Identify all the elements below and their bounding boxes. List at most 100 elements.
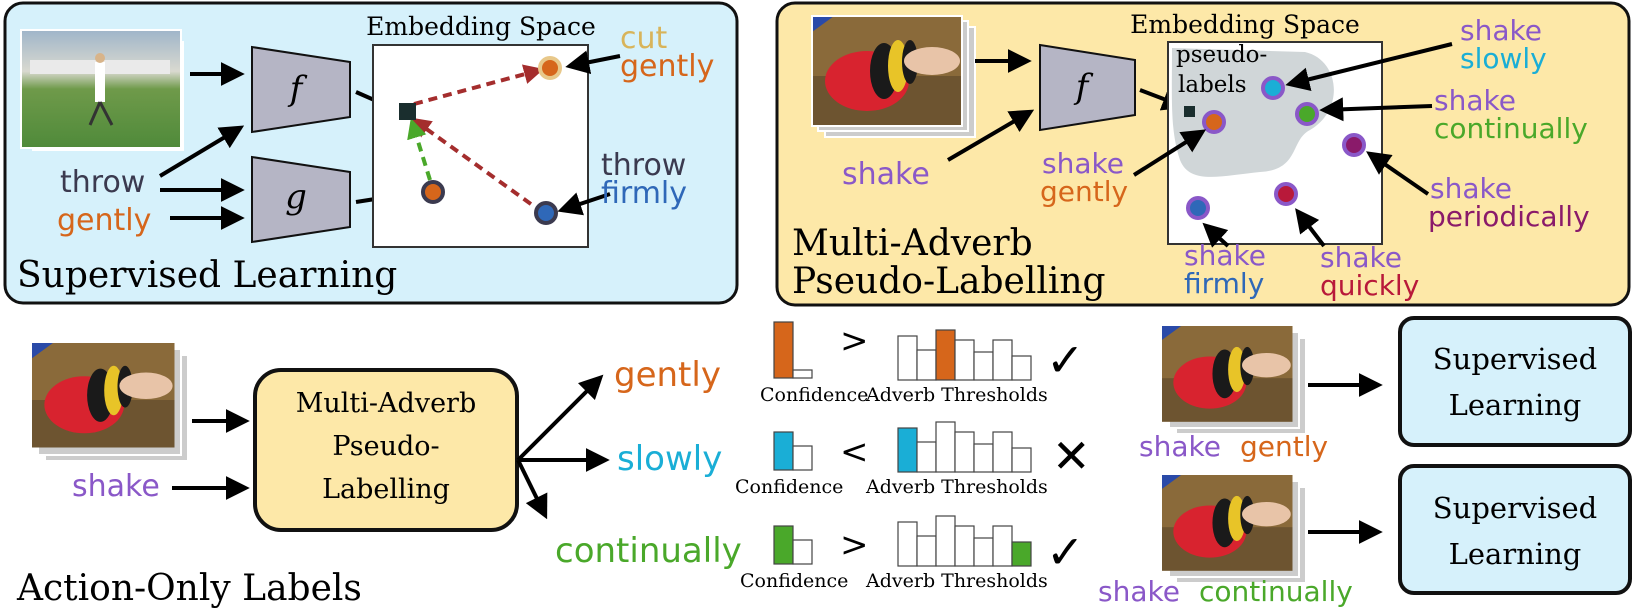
firmly-adverb-label: firmly	[1184, 267, 1264, 300]
arrow-label-slowly	[1285, 42, 1453, 92]
supervised-panel-title: Supervised Learning	[17, 255, 397, 296]
threshold-bar-gently	[935, 329, 956, 381]
confidence-label-row3: Confidence	[740, 570, 848, 592]
comparison-op-row3: >	[840, 525, 869, 565]
mapl-box-line2: Pseudo-	[332, 431, 439, 462]
shake-firmly-point	[1186, 196, 1210, 220]
shake-word-bottom: shake	[72, 469, 160, 504]
video-embedding-point-top-right	[1184, 106, 1195, 117]
bottom-pipeline: shake Multi-Adverb Pseudo- Labelling gen…	[16, 316, 1632, 609]
comparison-op-row2: <	[840, 432, 869, 472]
shake-slowly-point	[1261, 76, 1285, 100]
confidence-bar-gently-rest	[792, 369, 813, 379]
continually-adverb-label: continually	[1434, 112, 1588, 145]
row-slowly-adverb: slowly	[617, 439, 722, 479]
mapl-box-line3: Labelling	[322, 474, 450, 505]
dashed-arrow-to-throw-firmly	[410, 117, 537, 209]
pseudo-panel-title-line1: Multi-Adverb	[792, 223, 1033, 264]
shake-video-frames-bottom	[32, 343, 189, 462]
arrow-label-periodically	[1366, 151, 1430, 196]
threshold-bar-continually	[1011, 541, 1032, 567]
quickly-action-label: shake	[1320, 241, 1402, 274]
f-encoder-top-right	[1039, 43, 1136, 132]
arrow-to-continually	[516, 459, 548, 520]
arrow-label-throw	[557, 192, 611, 216]
g-encoder	[251, 155, 351, 244]
video-embedding-point	[399, 103, 416, 120]
confidence-bar-gently	[773, 321, 794, 379]
throw-adverb-label: firmly	[601, 176, 687, 211]
cut-gently-point	[538, 56, 562, 80]
confidence-bar-continually-rest	[792, 539, 813, 565]
check-icon: ✓	[1046, 525, 1085, 579]
thresholds-label-row2: Adverb Thresholds	[865, 476, 1048, 498]
periodically-action-label: shake	[1430, 172, 1512, 205]
adverb-word-gently: gently	[57, 203, 151, 238]
thresholds-label-row1: Adverb Thresholds	[865, 384, 1048, 406]
sl-box-1-line2: Learning	[1449, 388, 1582, 422]
action-word-throw: throw	[60, 165, 145, 200]
arrow-to-gently	[516, 374, 604, 462]
shake-video-frames-top	[811, 15, 976, 138]
supervised-panel: f g throw gently Embedding Space cut gen…	[3, 1, 739, 305]
comparison-op-row1: >	[840, 321, 869, 361]
throw-action-label: throw	[601, 148, 686, 183]
thresholds-label-row3: Adverb Thresholds	[865, 570, 1048, 592]
arrow-shake-word-to-f	[946, 109, 1035, 162]
threshold-bar-slowly	[897, 427, 918, 473]
throw-firmly-point	[534, 201, 558, 225]
athlete-video-frames	[20, 29, 184, 151]
text-embedding-point	[421, 180, 445, 204]
f-encoder	[251, 45, 351, 134]
confidence-bar-slowly	[773, 431, 794, 471]
dashed-arrow-to-cut-gently	[413, 64, 544, 106]
output1-action: shake	[1139, 430, 1221, 463]
check-icon: ✓	[1046, 333, 1085, 387]
shake-continually-point	[1295, 102, 1319, 126]
supervised-learning-box-2	[1398, 464, 1632, 595]
gently-adverb-label: gently	[1040, 175, 1128, 208]
arrow-label-cut	[565, 50, 621, 75]
firmly-action-label: shake	[1184, 239, 1266, 272]
output1-adverb: gently	[1240, 430, 1328, 463]
quickly-adverb-label: quickly	[1320, 269, 1419, 302]
shake-word-top: shake	[842, 157, 930, 192]
confidence-label-row2: Confidence	[735, 476, 843, 498]
continually-action-label: shake	[1434, 84, 1516, 117]
arrow-throw-to-f	[158, 125, 245, 178]
mapl-box	[253, 368, 519, 532]
shake-gently-point	[1202, 110, 1226, 134]
pseudo-panel-title-line2: Pseudo-Labelling	[792, 261, 1106, 302]
pseudo-labels-text-line2: labels	[1178, 72, 1247, 98]
row-gently-comparison: Confidence > Adverb Thresholds ✓	[760, 321, 1085, 406]
cut-action-label: cut	[620, 21, 668, 56]
confidence-bar-slowly-rest	[792, 445, 813, 471]
gently-action-label: shake	[1042, 147, 1124, 180]
shake-periodically-point	[1342, 133, 1366, 157]
confidence-bar-continually	[773, 525, 794, 565]
sl-box-1-line1: Supervised	[1433, 342, 1597, 376]
output2-action: shake	[1098, 575, 1180, 608]
slowly-adverb-label: slowly	[1460, 42, 1547, 75]
embedding-space-title: Embedding Space	[366, 12, 596, 41]
supervised-learning-box-1	[1398, 316, 1632, 447]
mapl-box-line1: Multi-Adverb	[296, 388, 476, 419]
arrow-label-gently	[1132, 129, 1207, 177]
row-continually-comparison: Confidence > Adverb Thresholds ✓	[740, 515, 1085, 592]
pseudo-panel: f shake Embedding Space pseudo- labels s…	[775, 1, 1631, 307]
arrow-label-quickly	[1295, 208, 1326, 248]
sl-box-2-line1: Supervised	[1433, 491, 1597, 525]
confidence-label-row1: Confidence	[760, 384, 868, 406]
row-continually-adverb: continually	[555, 531, 742, 571]
periodically-adverb-label: periodically	[1428, 200, 1590, 233]
cross-icon: ✕	[1052, 429, 1091, 483]
arrow-label-firmly	[1202, 222, 1230, 248]
output2-adverb: continually	[1199, 575, 1353, 608]
pseudo-labels-text-line1: pseudo-	[1176, 42, 1267, 68]
cut-adverb-label: gently	[620, 49, 714, 84]
sl-box-2-line2: Learning	[1449, 537, 1582, 571]
dashed-arrow-to-throw-gently	[407, 118, 432, 181]
row-slowly-comparison: Confidence < Adverb Thresholds ✕	[735, 421, 1091, 498]
shake-video-frames-output-2	[1162, 475, 1307, 584]
